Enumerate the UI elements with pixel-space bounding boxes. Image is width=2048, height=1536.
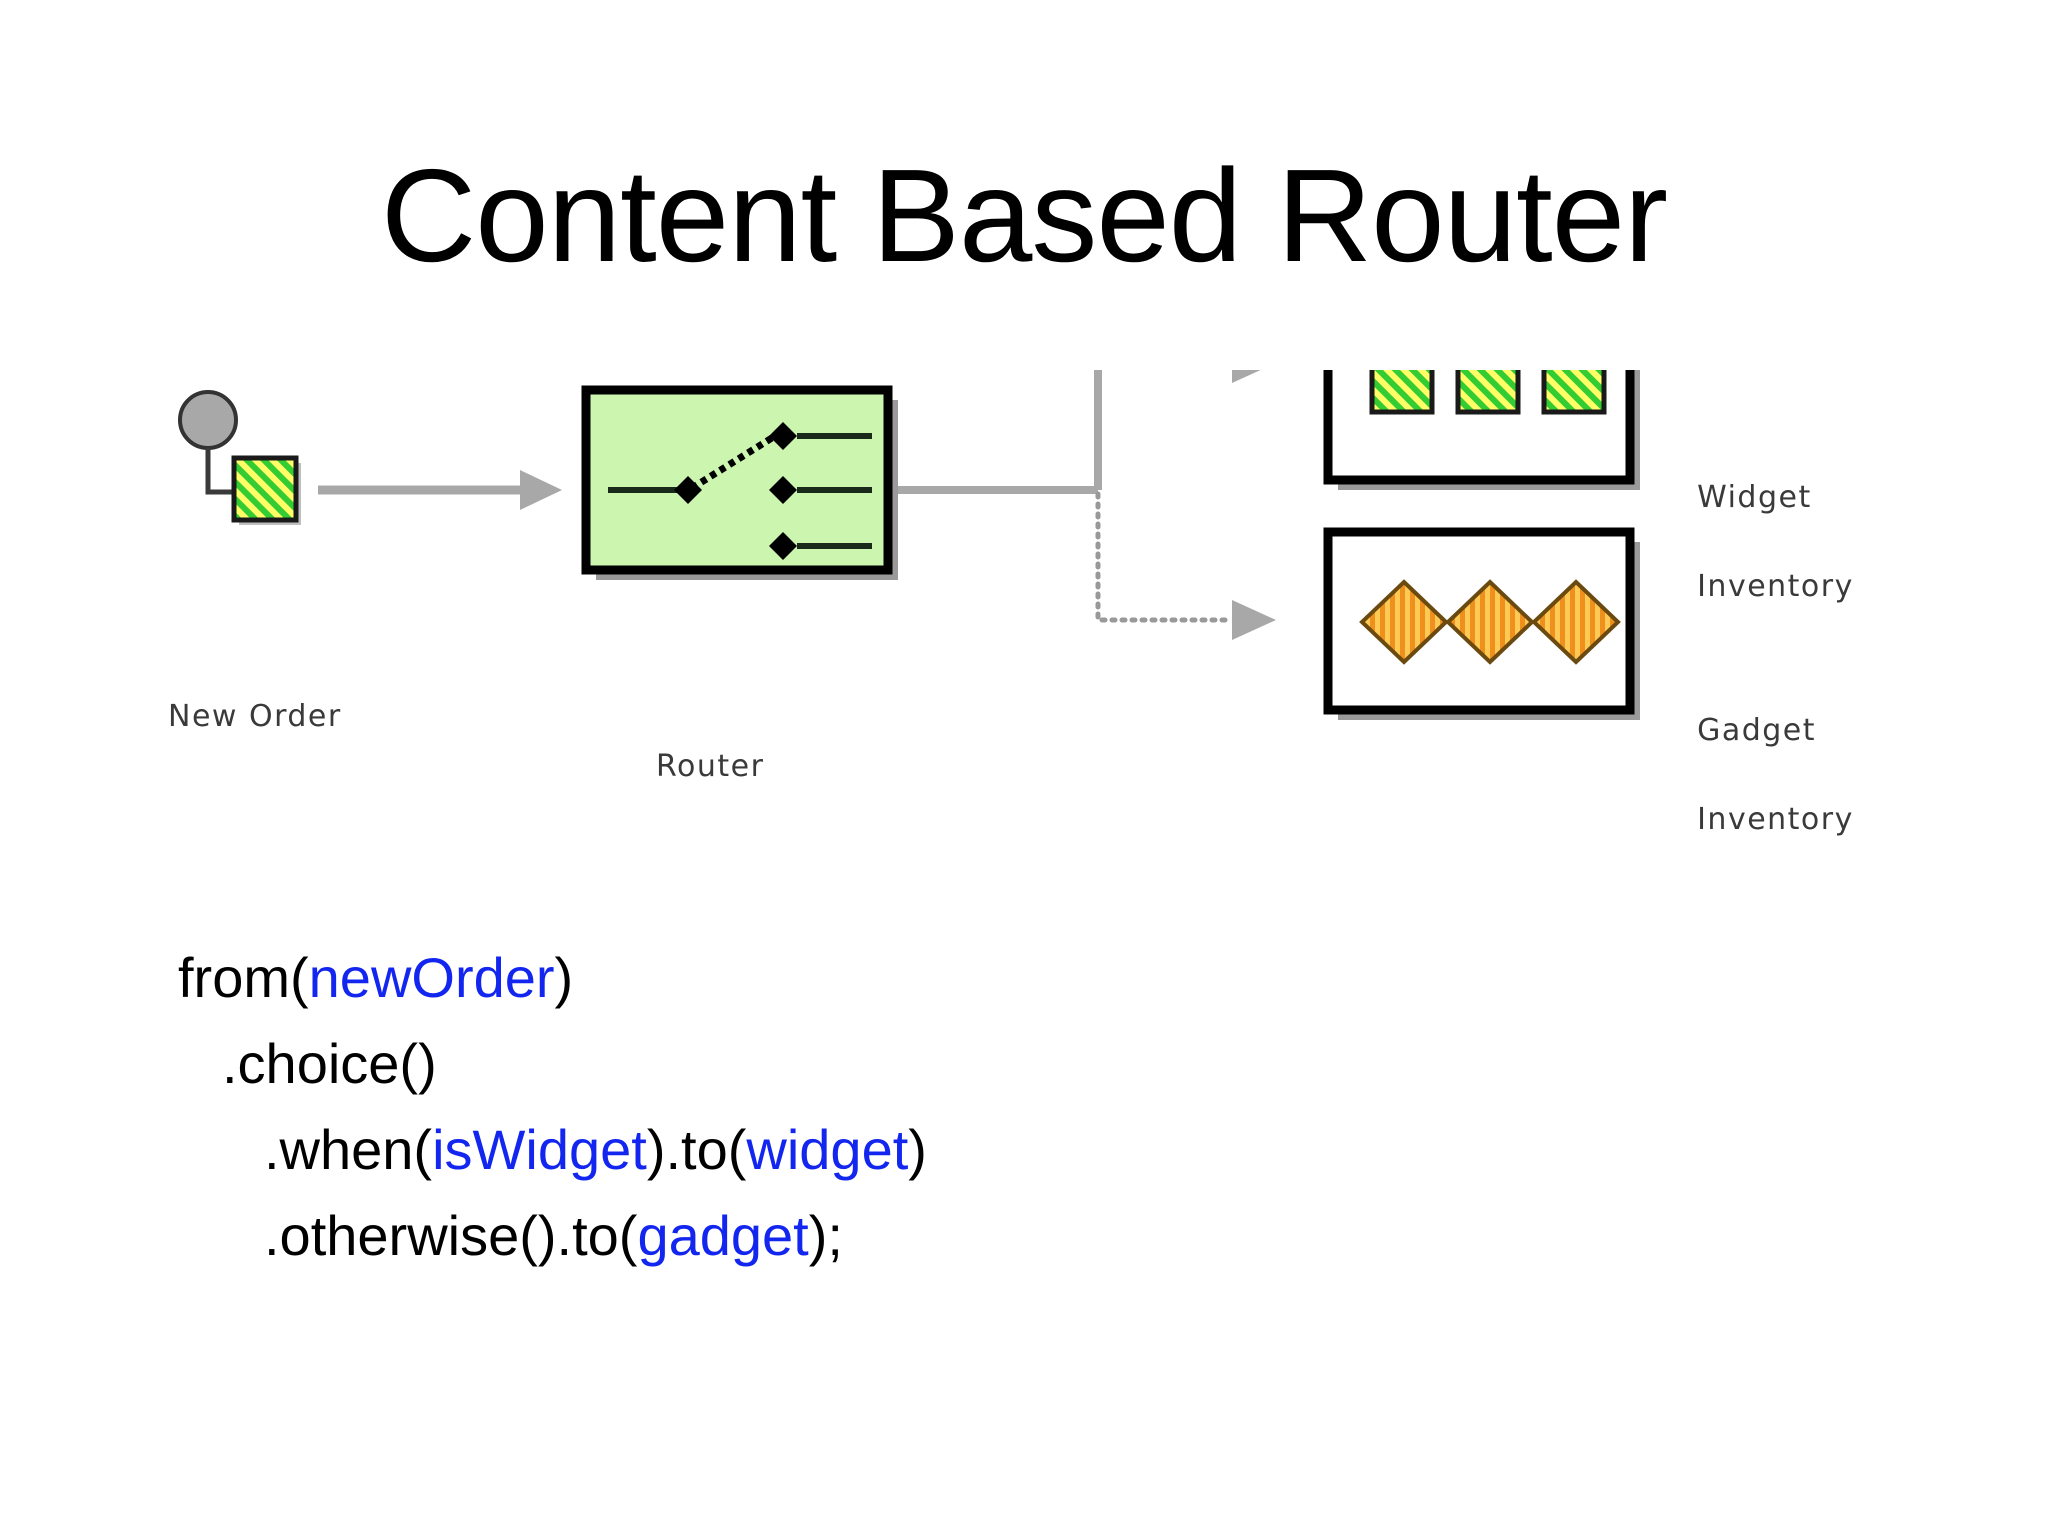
gadget-item: [1445, 579, 1535, 665]
code-reference: gadget: [637, 1204, 809, 1267]
gadget-inventory-label-line2: Inventory: [1697, 802, 1854, 838]
code-reference: widget: [746, 1118, 909, 1181]
new-order-message-icon: [231, 455, 299, 523]
connector-gadget-branch: [1095, 491, 1235, 623]
code-text: from(: [178, 946, 309, 1009]
code-line: .otherwise().to(gadget);: [178, 1193, 927, 1279]
code-line: .choice(): [178, 1021, 927, 1107]
code-text: .choice(): [222, 1032, 437, 1095]
content-based-router-diagram: [0, 370, 2048, 860]
widget-inventory-label: Widget Inventory: [1675, 432, 1854, 610]
router-output-connectors: [898, 370, 1276, 640]
gadget-item: [1359, 579, 1449, 665]
code-reference: isWidget: [432, 1118, 647, 1181]
code-text: ): [908, 1118, 927, 1181]
new-order-endpoint: [178, 390, 301, 525]
code-text: );: [808, 1204, 843, 1267]
widget-inventory-label-line1: Widget: [1697, 480, 1812, 516]
code-text: ).to(: [646, 1118, 747, 1181]
gadget-inventory-node: [1323, 527, 1640, 720]
widget-item: [1541, 370, 1607, 415]
gadget-item: [1531, 579, 1621, 665]
router-output-contact-1: [769, 422, 797, 450]
code-line: .when(isWidget).to(widget): [178, 1107, 927, 1193]
arrow-source-to-router: [318, 470, 562, 510]
connector-gadget-arrow-head: [1232, 600, 1276, 640]
gadget-inventory-label: Gadget Inventory: [1675, 665, 1854, 843]
widget-item: [1455, 370, 1521, 415]
widget-inventory-node: [1323, 370, 1640, 490]
connector-widget-branch: [1094, 370, 1102, 490]
router-output-contact-2: [769, 476, 797, 504]
code-text: .when(: [264, 1118, 433, 1181]
arrow-head: [520, 470, 562, 510]
endpoint-circle-icon: [178, 390, 238, 450]
code-line: from(newOrder): [178, 935, 927, 1021]
code-text: ): [554, 946, 574, 1009]
camel-route-code-block: from(newOrder) .choice() .when(isWidget).t…: [178, 935, 927, 1279]
connector-widget-arrow-head: [1232, 370, 1261, 383]
router-box: [581, 385, 893, 575]
widget-inventory-items: [1369, 370, 1607, 415]
code-text: .otherwise().to(: [264, 1204, 638, 1267]
page-title: Content Based Router: [380, 142, 1668, 289]
gadget-inventory-items: [1359, 579, 1621, 665]
widget-item: [1369, 370, 1435, 415]
router-output-contact-3: [769, 532, 797, 560]
router-node: [581, 385, 898, 580]
gadget-inventory-label-line1: Gadget: [1697, 713, 1817, 749]
diagram-canvas: [178, 370, 1640, 720]
new-order-label: New Order: [168, 699, 342, 734]
widget-inventory-label-line2: Inventory: [1697, 569, 1854, 605]
router-label: Router: [656, 749, 765, 784]
code-reference: newOrder: [308, 946, 555, 1009]
router-switch-blade: [690, 433, 777, 491]
